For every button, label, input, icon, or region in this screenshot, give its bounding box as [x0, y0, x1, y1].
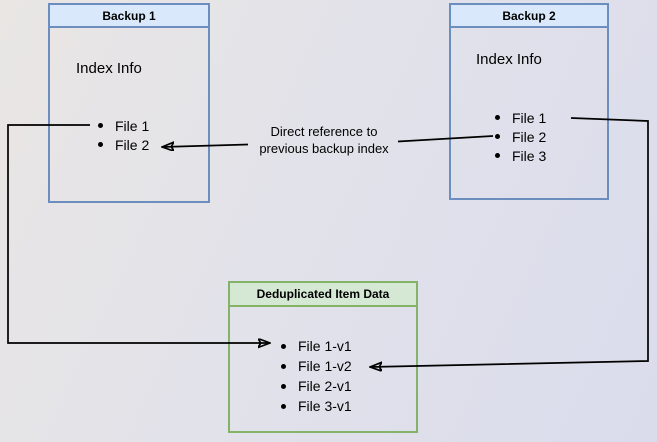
file-label: File 1 [115, 117, 150, 134]
bullet-icon [495, 115, 500, 120]
backup1-title: Backup 1 [50, 5, 208, 28]
list-item: File 1-v1 [281, 336, 352, 356]
backup1-file-list: File 1 File 2 [98, 116, 149, 154]
list-item: File 1 [98, 116, 149, 135]
list-item: File 2-v1 [281, 376, 352, 396]
file-label: File 2-v1 [298, 378, 352, 394]
bullet-icon [281, 403, 286, 409]
backup2-index-label: Index Info [476, 51, 542, 68]
bullet-icon [495, 134, 500, 139]
edge-label-line1: Direct reference to [270, 124, 378, 139]
edge-label: Direct reference to previous backup inde… [239, 123, 409, 157]
backup2-file-list: File 1 File 2 File 3 [495, 108, 546, 165]
dedup-file-list: File 1-v1 File 1-v2 File 2-v1 File 3-v1 [281, 336, 352, 416]
bullet-icon [281, 343, 286, 349]
bullet-icon [495, 153, 500, 158]
file-label: File 3-v1 [298, 398, 352, 414]
list-item: File 2 [495, 127, 546, 146]
file-label: File 2 [115, 136, 150, 153]
backup1-index-label: Index Info [76, 60, 142, 77]
file-label: File 3 [512, 147, 547, 164]
bullet-icon [98, 142, 103, 147]
dedup-title: Deduplicated Item Data [230, 283, 416, 307]
edge-label-line2: previous backup index [259, 141, 389, 156]
bullet-icon [281, 363, 286, 369]
bullet-icon [98, 123, 103, 128]
file-label: File 1-v2 [298, 358, 352, 374]
file-label: File 1 [512, 109, 547, 126]
deduplicated-item-data-node: Deduplicated Item Data File 1-v1 File 1-… [228, 281, 418, 433]
bullet-icon [281, 383, 286, 389]
list-item: File 2 [98, 135, 149, 154]
list-item: File 1-v2 [281, 356, 352, 376]
backup1-node: Backup 1 Index Info File 1 File 2 [48, 3, 210, 203]
list-item: File 3-v1 [281, 396, 352, 416]
backup2-title: Backup 2 [451, 5, 607, 28]
file-label: File 1-v1 [298, 338, 352, 354]
list-item: File 1 [495, 108, 546, 127]
list-item: File 3 [495, 146, 546, 165]
file-label: File 2 [512, 128, 547, 145]
backup2-node: Backup 2 Index Info File 1 File 2 File 3 [449, 3, 609, 200]
